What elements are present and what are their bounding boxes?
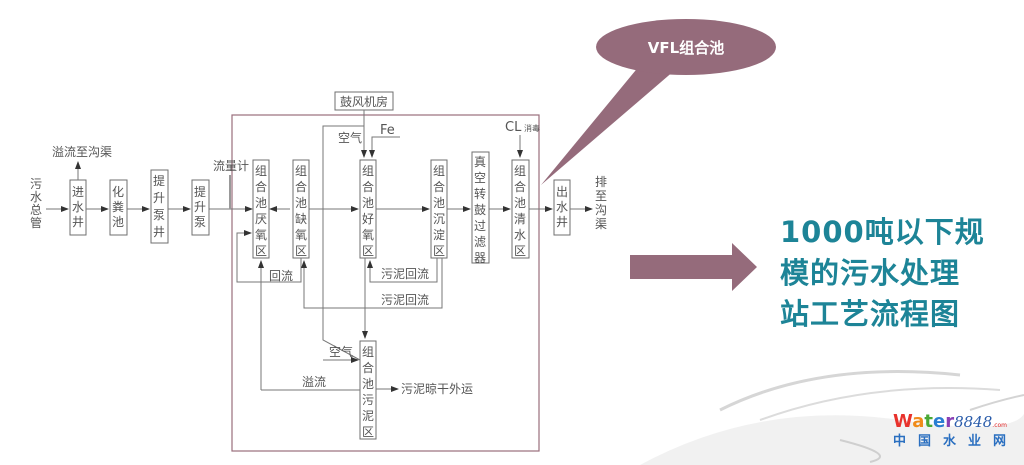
vertical-label: 真空转鼓过滤器 xyxy=(474,155,486,265)
lift-pump-well-box xyxy=(150,169,169,244)
inlet-label: 污水总管 xyxy=(30,177,42,230)
fe-label: Fe xyxy=(380,123,395,138)
title-line-2: 模的污水处理 xyxy=(780,256,961,290)
logo-letters: Water xyxy=(893,411,954,432)
vertical-label: 排至沟渠 xyxy=(595,175,607,231)
logo-letter: r xyxy=(945,411,955,432)
logo-letter: W xyxy=(893,411,913,432)
return-flow-label: 回流 xyxy=(269,269,293,283)
air-bottom-label: 空气 xyxy=(329,344,353,359)
page-title: 1000吨以下规 模的污水处理 站工艺流程图 xyxy=(780,212,1010,335)
vertical-label: 组合池污泥区 xyxy=(362,345,374,439)
cl-label: CL xyxy=(505,120,522,135)
vertical-label: 组合池厌氧区 xyxy=(255,164,267,258)
logo-chinese: 中国水业网 xyxy=(893,434,1019,449)
vertical-label: 出水井 xyxy=(556,185,568,229)
vertical-label: 提升泵 xyxy=(194,184,206,229)
logo-letter: e xyxy=(932,411,946,432)
water8848-logo[interactable]: Water8848.com 中国水业网 xyxy=(893,411,1023,461)
cl-disinfect-label: 消毒 xyxy=(524,123,540,133)
vfl-combined-tank-frame xyxy=(231,114,540,452)
sludge-return-2-label: 污泥回流 xyxy=(381,293,429,307)
title-line-1: 1000吨以下规 xyxy=(780,215,985,249)
sludge-return-1-label: 污泥回流 xyxy=(381,267,429,281)
flowmeter-label: 流量计 xyxy=(213,159,249,173)
vertical-label: 组合池清水区 xyxy=(514,164,526,258)
callout-label: VFL组合池 xyxy=(648,39,724,57)
vertical-label: 组合池沉淀区 xyxy=(433,164,445,258)
air-top-label: 空气 xyxy=(338,130,362,145)
vertical-label: 污水总管 xyxy=(30,177,42,230)
right-arrow-icon xyxy=(630,243,757,291)
vertical-label: 进水井 xyxy=(72,185,84,229)
overflow-top-label: 溢流至沟渠 xyxy=(52,145,112,159)
vacuum-drum-filter-box xyxy=(471,151,490,264)
vertical-label: 化粪池 xyxy=(112,185,124,229)
outlet-well-box xyxy=(553,179,571,236)
logo-suffix: .com xyxy=(992,422,1008,429)
title-line-3: 站工艺流程图 xyxy=(780,297,961,331)
vertical-label: 组合池缺氧区 xyxy=(295,164,307,258)
septic-tank-box xyxy=(109,179,128,236)
blower-room-label: 鼓风机房 xyxy=(340,94,388,109)
logo-number: 8848 xyxy=(954,413,993,431)
callout-bubble: VFL组合池 xyxy=(541,19,776,185)
sludge-out-label: 污泥晾干外运 xyxy=(401,381,473,396)
lift-pump-box xyxy=(191,179,210,236)
logo-letter: a xyxy=(912,411,925,432)
vertical-label: 组合池好氧区 xyxy=(362,164,374,258)
overflow-bottom-label: 溢流 xyxy=(302,375,326,389)
logo-wordmark: Water8848.com xyxy=(893,411,1023,432)
logo-letter: t xyxy=(924,411,933,432)
vertical-label: 提升泵井 xyxy=(153,173,165,239)
